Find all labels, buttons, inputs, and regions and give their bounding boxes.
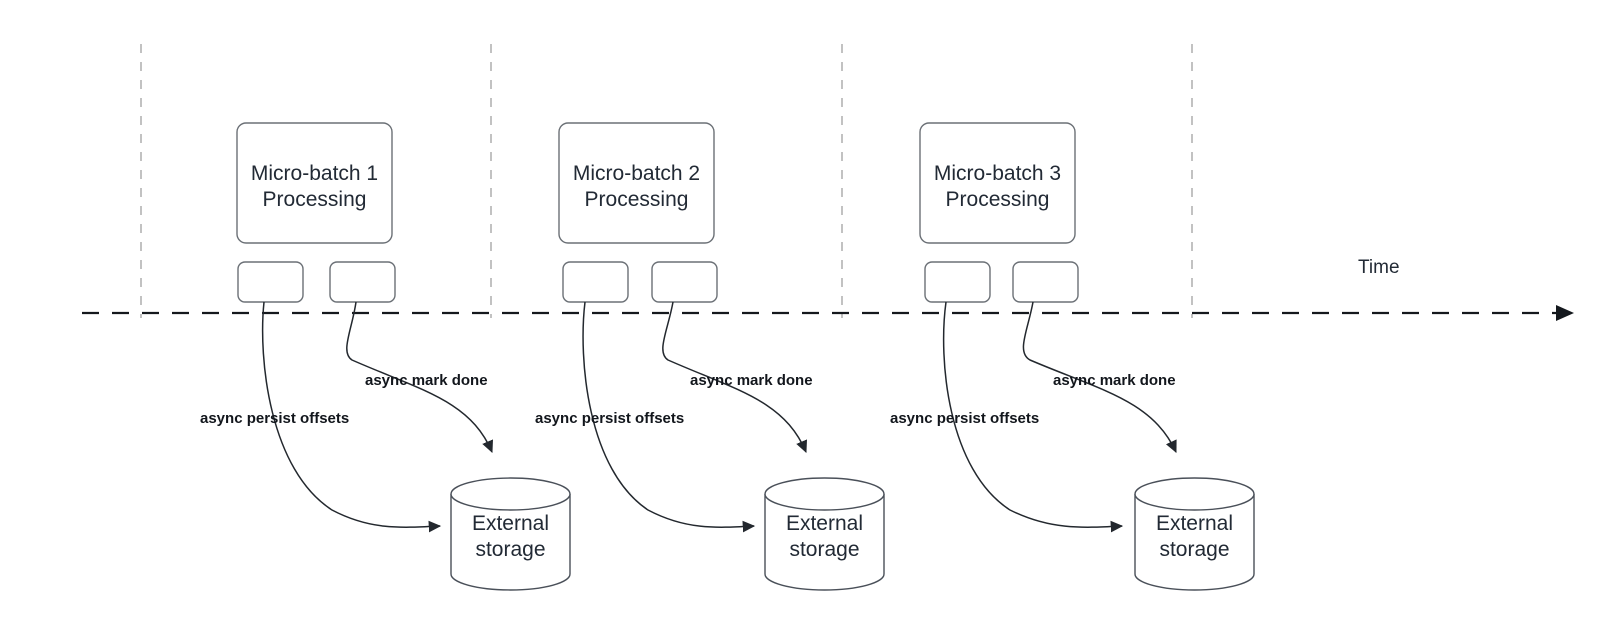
external-storage-3-label-line2: storage	[1159, 538, 1229, 561]
edge-persist-offsets-1-label: async persist offsets	[200, 410, 349, 427]
time-axis: Time	[82, 257, 1574, 321]
edge-mark-done-3-label: async mark done	[1053, 372, 1176, 389]
task-box-3b[interactable]	[1012, 261, 1079, 303]
micro-batch-2-box[interactable]	[558, 122, 715, 244]
edge-persist-offsets-2-label: async persist offsets	[535, 410, 684, 427]
task-box-2b[interactable]	[651, 261, 718, 303]
time-axis-arrow-icon	[1556, 305, 1574, 321]
micro-batch-2-label-line2: Processing	[585, 188, 689, 211]
external-storage-3-top-ellipse	[1134, 493, 1255, 511]
task-box-1a[interactable]	[237, 261, 304, 303]
external-storage-2-label-line2: storage	[789, 538, 859, 561]
external-storage-2-label-line1: External	[786, 512, 863, 535]
edge-mark-done-1	[346, 301, 493, 454]
micro-batch-3-label-line1: Micro-batch 3	[934, 162, 1061, 185]
edge-mark-done-2-label: async mark done	[690, 372, 813, 389]
external-storage-2-top-ellipse	[764, 493, 885, 511]
micro-batch-2-label-line1: Micro-batch 2	[573, 162, 700, 185]
edge-persist-offsets-2	[582, 301, 756, 533]
micro-batch-1-label-line1: Micro-batch 1	[251, 162, 378, 185]
edge-persist-offsets-1	[261, 301, 442, 533]
micro-batch-1-label-line2: Processing	[263, 188, 367, 211]
edge-persist-offsets-3	[942, 301, 1124, 533]
external-storage-1-top-ellipse	[450, 493, 571, 511]
micro-batch-1-box[interactable]	[236, 122, 393, 244]
time-axis-label: Time	[1358, 257, 1400, 278]
edge-mark-done-2	[662, 301, 807, 454]
edge-mark-done-1-label: async mark done	[365, 372, 488, 389]
edge-persist-offsets-3-label: async persist offsets	[890, 410, 1039, 427]
task-box-3a[interactable]	[924, 261, 991, 303]
external-storage-3-label-line1: External	[1156, 512, 1233, 535]
external-storage-1-label-line1: External	[472, 512, 549, 535]
micro-batch-3-box[interactable]	[919, 122, 1076, 244]
micro-batch-3-label-line2: Processing	[946, 188, 1050, 211]
edge-mark-done-3	[1022, 301, 1177, 454]
external-storage-1-label-line2: storage	[475, 538, 545, 561]
task-box-1b[interactable]	[329, 261, 396, 303]
task-box-2a[interactable]	[562, 261, 629, 303]
